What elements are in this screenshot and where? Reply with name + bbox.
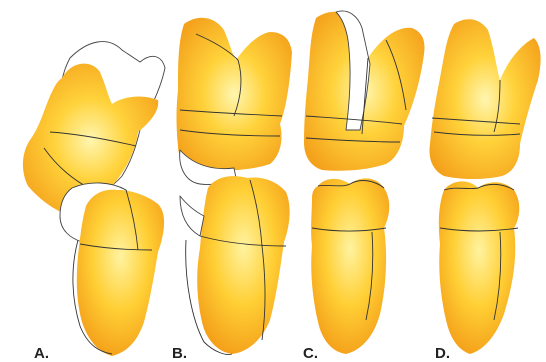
lower-tooth (439, 181, 519, 354)
panel-label-d: D. (435, 345, 450, 362)
panel-b (177, 18, 293, 355)
lower-tooth (77, 190, 164, 356)
panel-a (23, 42, 165, 356)
lower-tooth (311, 178, 389, 354)
lower-tooth (197, 176, 289, 354)
lower-tooth-ghost-outline (180, 196, 204, 236)
panel-c (304, 11, 425, 354)
upper-tooth (430, 19, 541, 179)
panel-d (430, 19, 541, 354)
upper-tooth (177, 18, 293, 171)
panel-label-b: B. (172, 345, 187, 362)
panel-label-a: A. (34, 345, 49, 362)
panel-label-c: C. (303, 345, 318, 362)
